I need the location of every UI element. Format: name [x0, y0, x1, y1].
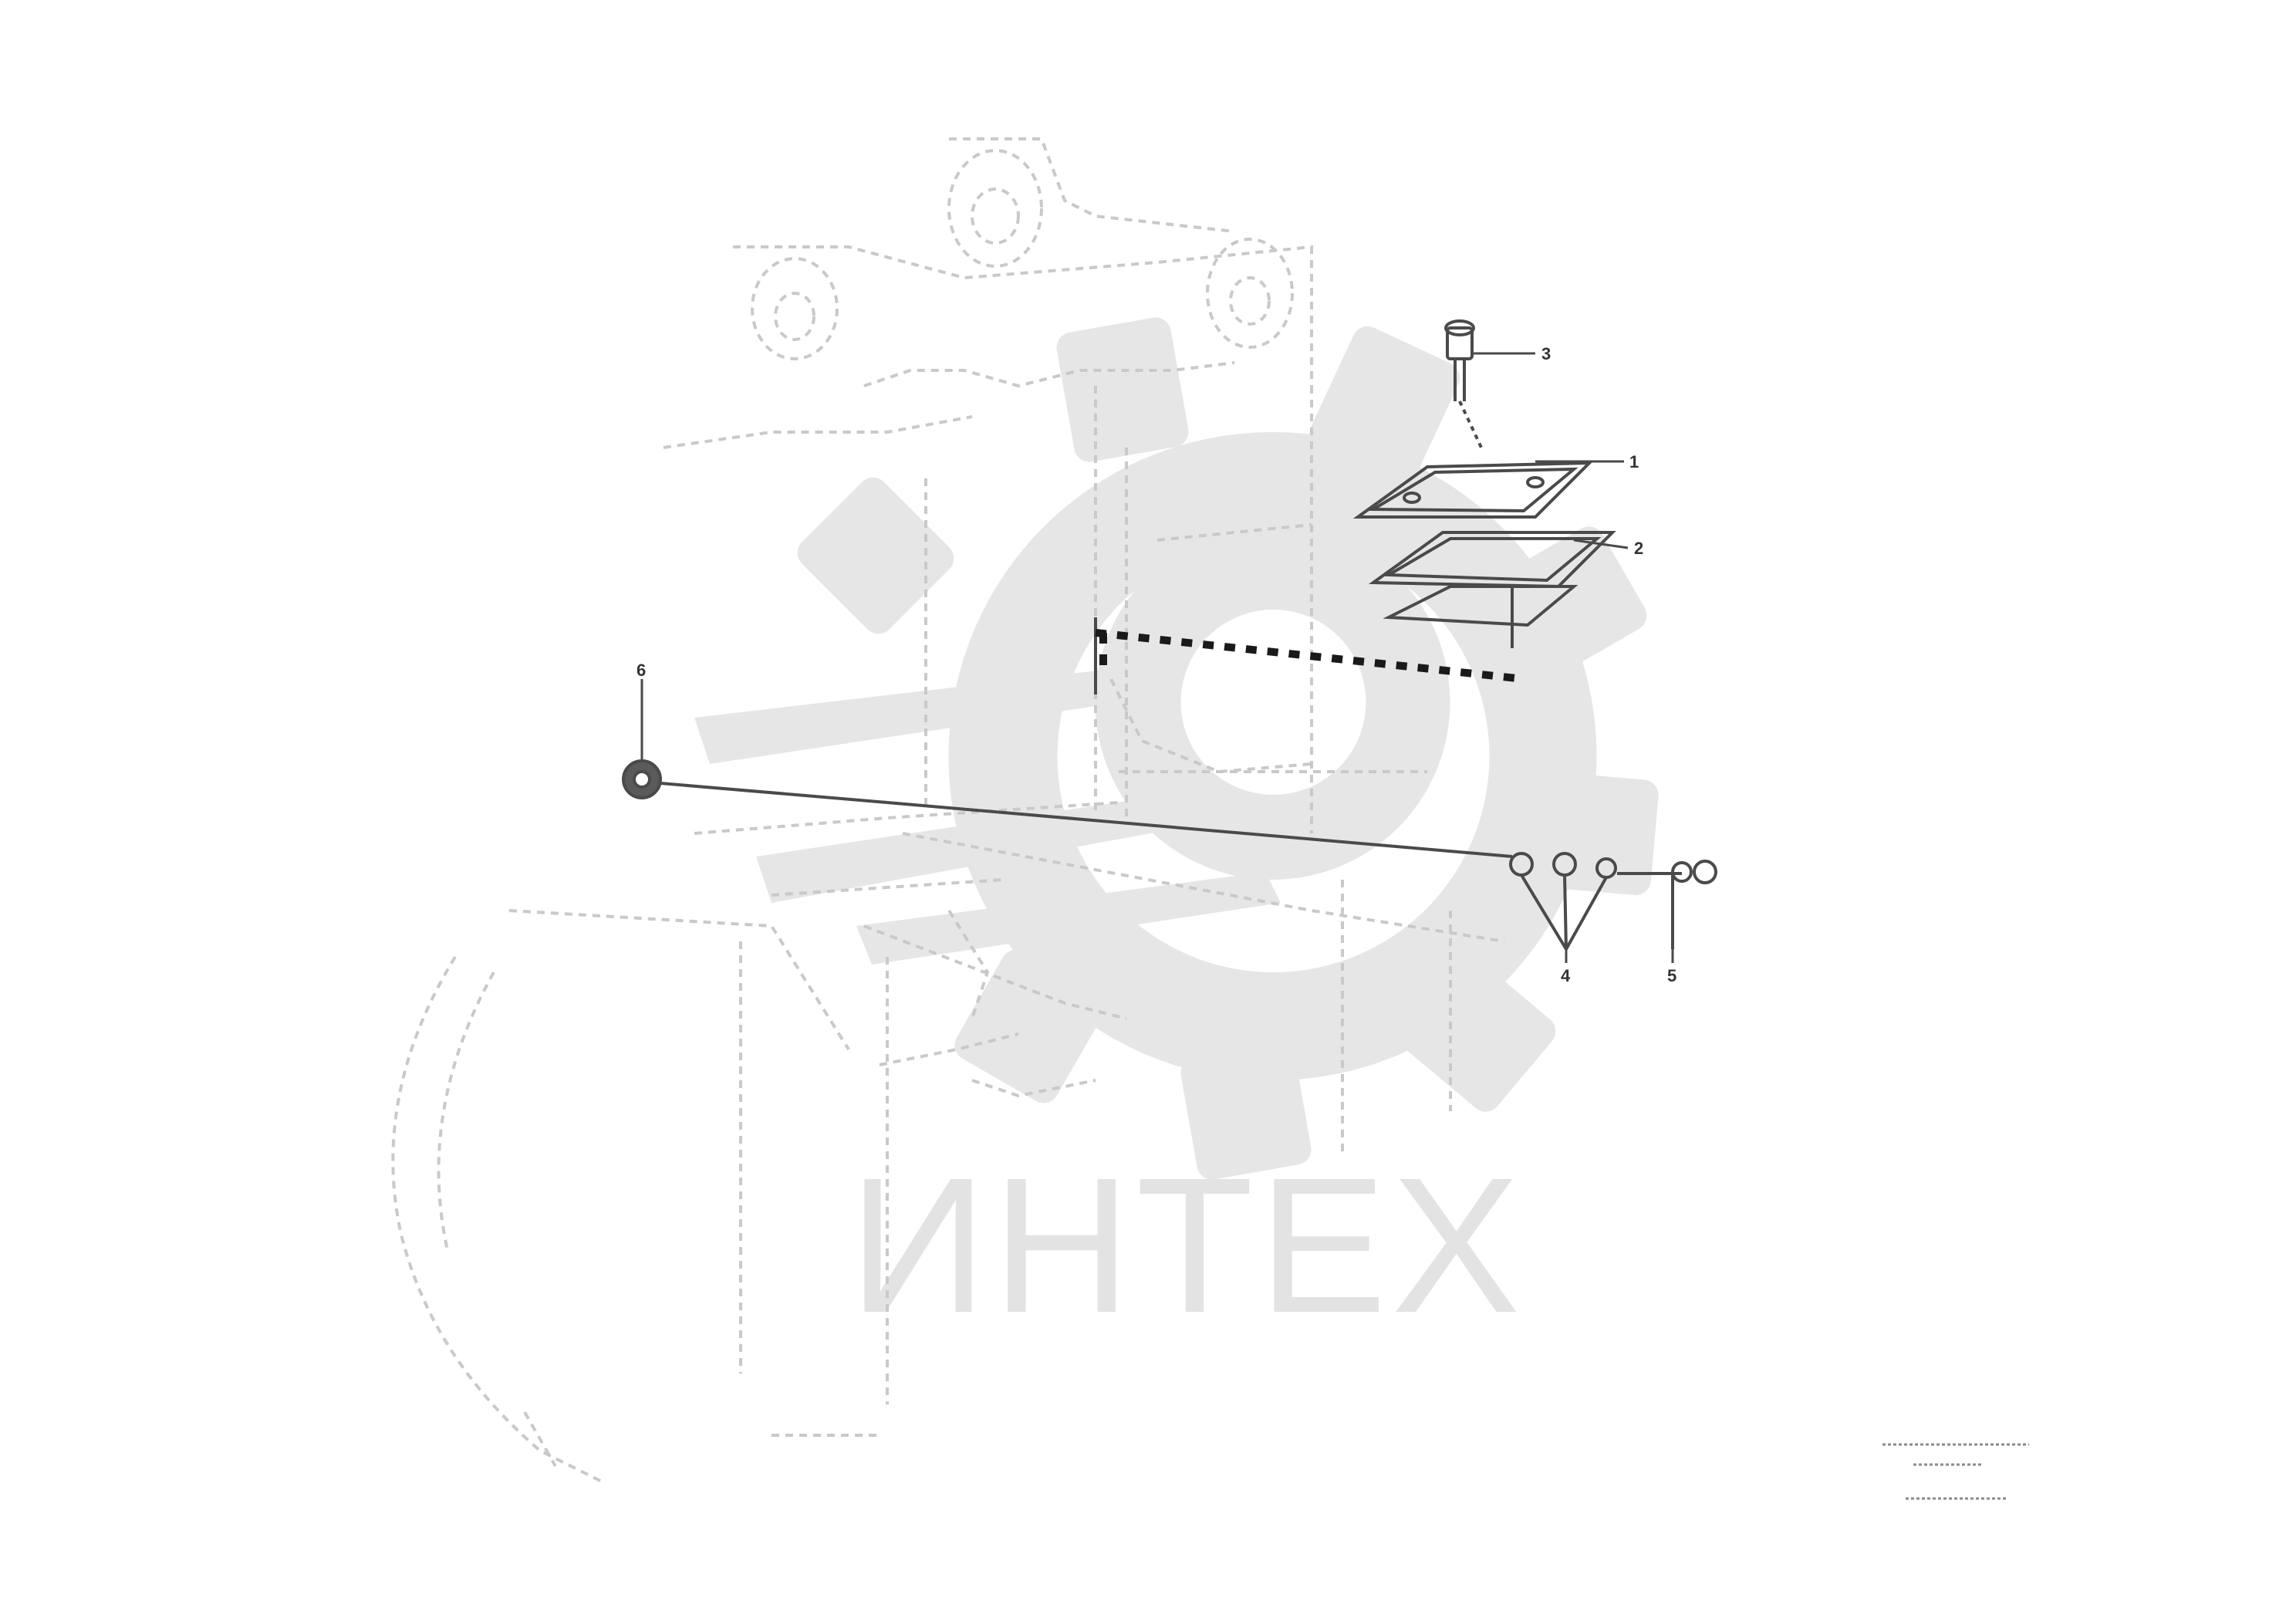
- callout-labels: 3 1 2 6 4 5: [636, 344, 1676, 985]
- reference-block: [1882, 1443, 2029, 1500]
- gear-icon: [797, 317, 1659, 1180]
- watermark-logo: [694, 317, 1659, 1180]
- leader-gasket: [1573, 539, 1629, 549]
- callout-left-nut: 6: [636, 661, 646, 680]
- assembly-dashed-link: [1095, 629, 1524, 683]
- callout-top-bolt: 3: [1541, 344, 1551, 363]
- arrow-streaks-icon: [694, 664, 1281, 965]
- callout-washers: 4: [1561, 966, 1571, 985]
- callout-screw: 5: [1667, 966, 1676, 985]
- screw-part: [1617, 860, 1717, 949]
- washers-part: [1509, 852, 1617, 951]
- left-nut-part: [622, 759, 1513, 858]
- cover-plate-part: [1352, 461, 1593, 519]
- callout-plate: 1: [1629, 452, 1639, 471]
- watermark-brand-text: ИНТЕХ: [849, 1137, 1524, 1353]
- top-bolt-part: [1444, 319, 1483, 448]
- gasket-part: [1094, 531, 1616, 694]
- callout-gasket: 2: [1634, 539, 1643, 558]
- leader-lines: [640, 352, 1674, 963]
- exploded-parts: [622, 319, 1717, 951]
